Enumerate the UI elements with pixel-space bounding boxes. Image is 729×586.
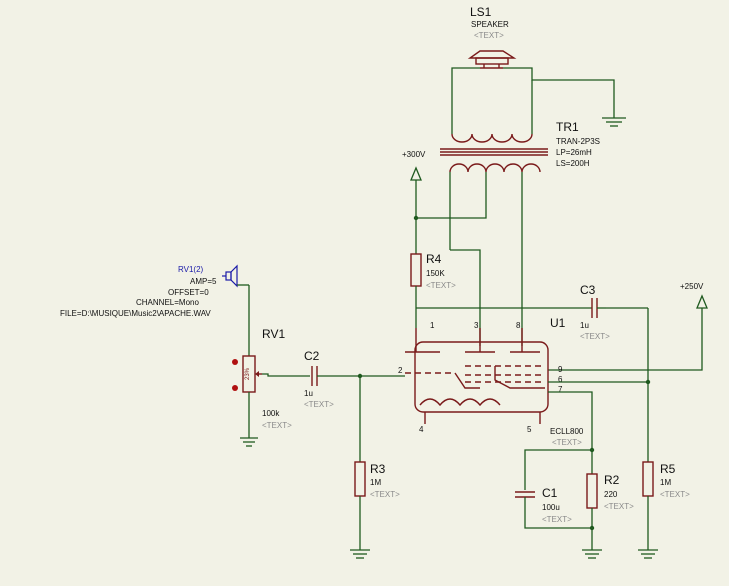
capacitor-c3[interactable] — [591, 298, 606, 318]
r2-ref: R2 — [604, 473, 620, 487]
ground-rv1 — [240, 437, 258, 447]
r3-value: 1M — [370, 478, 381, 487]
supply-250v[interactable] — [548, 294, 708, 371]
capacitor-c2[interactable] — [311, 366, 360, 386]
rv1-ref: RV1 — [262, 327, 285, 341]
tube-u1[interactable] — [405, 328, 549, 424]
pin-9: 9 — [558, 365, 563, 374]
r5-text: <TEXT> — [660, 490, 690, 499]
ground-r5 — [638, 549, 658, 559]
u1-ref: U1 — [550, 316, 566, 330]
pin-5: 5 — [527, 425, 532, 434]
c2-text: <TEXT> — [304, 400, 334, 409]
c3-value: 1u — [580, 321, 589, 330]
r2-text: <TEXT> — [604, 502, 634, 511]
tr1-ref: TR1 — [556, 120, 579, 134]
c3-ref: C3 — [580, 283, 596, 297]
transformer-tr1[interactable] — [440, 108, 548, 173]
c1-ref: C1 — [542, 486, 558, 500]
r4-text: <TEXT> — [426, 281, 456, 290]
pin-6: 6 — [558, 375, 563, 384]
wire-tube-right — [524, 379, 651, 490]
wire-wiper-c2 — [262, 373, 310, 377]
generator-ref: RV1(2) — [178, 265, 204, 274]
wire-transformer-secondary — [416, 172, 523, 346]
ls1-value: SPEAKER — [471, 20, 509, 29]
u1-text: <TEXT> — [552, 438, 582, 447]
supply-300v[interactable] — [410, 166, 422, 254]
r3-ref: R3 — [370, 462, 386, 476]
ls1-ref: LS1 — [470, 5, 492, 19]
c1-value: 100u — [542, 503, 560, 512]
ls1-text: <TEXT> — [474, 31, 504, 40]
r2-value: 220 — [604, 490, 618, 499]
ground-r3 — [350, 549, 370, 559]
potentiometer-rv1[interactable]: 23% — [242, 355, 262, 438]
r4-ref: R4 — [426, 252, 442, 266]
r3-text: <TEXT> — [370, 490, 400, 499]
pin-2: 2 — [398, 366, 403, 375]
pin-8: 8 — [516, 321, 521, 330]
ground-speaker — [602, 117, 626, 127]
pin-3: 3 — [474, 321, 479, 330]
tr1-ls: LS=200H — [556, 159, 590, 168]
resistor-r5[interactable] — [642, 461, 654, 550]
wire-grid-input — [357, 373, 405, 462]
rv1-pin-markers — [232, 359, 238, 391]
c3-text: <TEXT> — [580, 332, 610, 341]
resistor-r4[interactable] — [410, 253, 422, 308]
generator-offset: OFFSET=0 — [168, 288, 209, 297]
r4-value: 150K — [426, 269, 445, 278]
supply-300v-label: +300V — [402, 150, 426, 159]
rv1-value: 100k — [262, 409, 280, 418]
ground-r2 — [582, 549, 602, 559]
rv1-text: <TEXT> — [262, 421, 292, 430]
c2-value: 1u — [304, 389, 313, 398]
u1-value: ECLL800 — [550, 427, 584, 436]
wire-speaker — [451, 67, 615, 118]
resistor-r3[interactable] — [354, 461, 366, 550]
pin-7: 7 — [558, 385, 563, 394]
supply-250v-label: +250V — [680, 282, 704, 291]
pin-1: 1 — [430, 321, 435, 330]
pin-4: 4 — [419, 425, 424, 434]
audio-generator-icon[interactable] — [222, 264, 250, 356]
r5-ref: R5 — [660, 462, 676, 476]
tr1-model: TRAN-2P3S — [556, 137, 600, 146]
generator-file: FILE=D:\MUSIQUE\Music2\APACHE.WAV — [60, 309, 211, 318]
capacitor-c1[interactable] — [515, 491, 592, 529]
resistor-r2[interactable] — [586, 473, 598, 550]
generator-amp: AMP=5 — [190, 277, 217, 286]
speaker-ls1[interactable] — [467, 50, 517, 69]
generator-channel: CHANNEL=Mono — [136, 298, 199, 307]
r5-value: 1M — [660, 478, 671, 487]
tr1-lp: LP=26mH — [556, 148, 592, 157]
rv1-wiper-label: 23% — [245, 367, 251, 380]
c1-text: <TEXT> — [542, 515, 572, 524]
wire-r4-node — [415, 307, 649, 462]
c2-ref: C2 — [304, 349, 320, 363]
